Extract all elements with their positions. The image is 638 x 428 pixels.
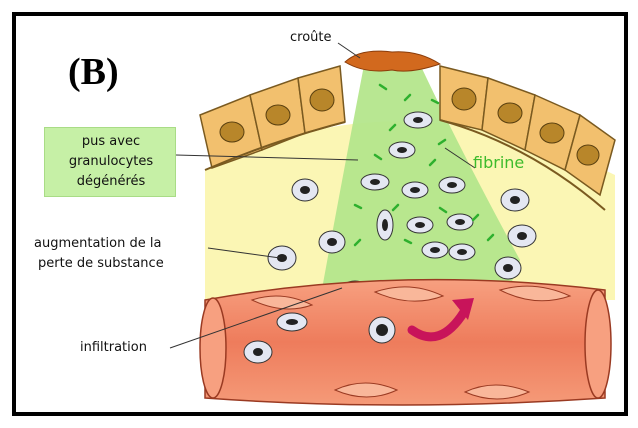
infiltration-label: infiltration bbox=[80, 340, 147, 356]
pus-label-line1: pus avec bbox=[45, 134, 177, 150]
panel-letter: (B) bbox=[68, 52, 119, 92]
granulocyte-nucleus bbox=[370, 179, 380, 185]
granulocyte-nucleus bbox=[413, 117, 423, 123]
blood-vessel bbox=[200, 280, 611, 405]
cell-nucleus bbox=[266, 105, 290, 125]
fibrin-label: fibrine bbox=[473, 154, 524, 172]
cell-nucleus bbox=[452, 88, 476, 110]
granulocyte-nucleus bbox=[510, 196, 520, 204]
vessel-end-left bbox=[200, 298, 226, 398]
granulocyte-nucleus bbox=[415, 222, 425, 228]
granulocyte-nucleus bbox=[410, 187, 420, 193]
granulocyte-nucleus bbox=[503, 264, 513, 272]
loss-label-line1: augmentation de la bbox=[34, 236, 161, 252]
granulocyte-nucleus bbox=[457, 249, 467, 255]
pus-label-line3: dégénérés bbox=[45, 174, 177, 190]
granulocyte-nucleus bbox=[455, 219, 465, 225]
cell-nucleus bbox=[220, 122, 244, 142]
granulocyte-nucleus bbox=[382, 219, 388, 231]
cell-nucleus bbox=[498, 103, 522, 123]
granulocyte-nucleus bbox=[253, 348, 263, 356]
cell-nucleus bbox=[540, 123, 564, 143]
granulocyte-nucleus bbox=[430, 247, 440, 253]
granulocyte-nucleus bbox=[300, 186, 310, 194]
pus-label-box: pus avec granulocytes dégénérés bbox=[44, 127, 176, 197]
vessel-end-right bbox=[585, 290, 611, 398]
pus-label-line2: granulocytes bbox=[45, 154, 177, 170]
granulocyte-nucleus bbox=[397, 147, 407, 153]
lymphocyte-nucleus bbox=[376, 324, 388, 336]
crust-label: croûte bbox=[290, 30, 332, 46]
granulocyte-nucleus bbox=[517, 232, 527, 240]
granulocyte-nucleus bbox=[447, 182, 457, 188]
granulocyte-nucleus bbox=[327, 238, 337, 246]
cell-nucleus bbox=[310, 89, 334, 111]
loss-label-line2: perte de substance bbox=[38, 256, 164, 272]
granulocyte-nucleus bbox=[286, 319, 298, 325]
cell-nucleus bbox=[577, 145, 599, 165]
